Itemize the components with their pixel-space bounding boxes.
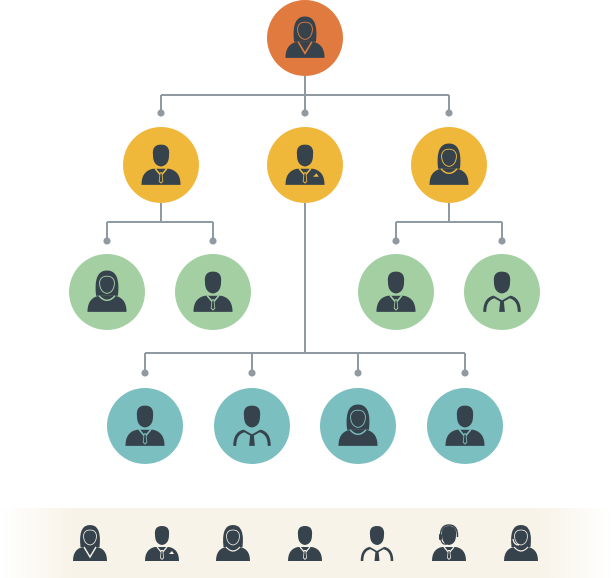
connector-dot — [392, 237, 400, 245]
org-node-root[interactable] — [267, 0, 343, 76]
woman-v-neck-icon — [73, 525, 107, 561]
connectors — [103, 76, 506, 377]
woman-headset-icon — [504, 525, 538, 561]
man-suit-tie-icon — [288, 526, 322, 561]
connector-dot — [498, 237, 506, 245]
org-node-l2d[interactable] — [464, 254, 540, 330]
man-suit-tie-icon — [376, 271, 416, 312]
org-node-l3b[interactable] — [214, 388, 290, 464]
nodes — [69, 0, 540, 464]
woman-long-hair-icon — [87, 270, 127, 312]
connector-dot — [209, 237, 217, 245]
woman-long-hair-icon — [216, 525, 250, 561]
man-headset-icon — [432, 524, 466, 561]
man-shirt-tie-icon — [233, 405, 271, 446]
man-shirt-tie-icon — [360, 526, 394, 562]
connector-dot — [461, 369, 469, 377]
org-node-l2b[interactable] — [175, 254, 251, 330]
connector-dot — [141, 369, 149, 377]
org-node-l2c[interactable] — [358, 254, 434, 330]
org-node-l3c[interactable] — [320, 388, 396, 464]
man-suit-tie-icon — [445, 405, 485, 446]
man-suit-pocket-square-icon — [145, 526, 179, 561]
man-suit-tie-icon — [125, 405, 165, 446]
man-suit-tie-icon — [141, 144, 181, 185]
man-suit-pocket-square-icon — [285, 144, 325, 185]
org-node-l1c[interactable] — [411, 127, 487, 203]
org-node-l2a[interactable] — [69, 254, 145, 330]
connector-dot — [248, 369, 256, 377]
woman-v-neck-icon — [285, 16, 325, 58]
connector-dot — [103, 237, 111, 245]
man-shirt-tie-icon — [483, 271, 521, 312]
connector-dot — [445, 109, 453, 117]
connector-dot — [354, 369, 362, 377]
icon-legend — [73, 524, 538, 562]
org-node-l3a[interactable] — [107, 388, 183, 464]
org-node-l3d[interactable] — [427, 388, 503, 464]
woman-long-hair-icon — [429, 143, 469, 185]
org-node-l1a[interactable] — [123, 127, 199, 203]
org-node-l1b[interactable] — [267, 127, 343, 203]
woman-long-hair-icon — [338, 404, 378, 446]
connector-dot — [157, 109, 165, 117]
connector-dot — [301, 109, 309, 117]
man-suit-tie-icon — [193, 271, 233, 312]
